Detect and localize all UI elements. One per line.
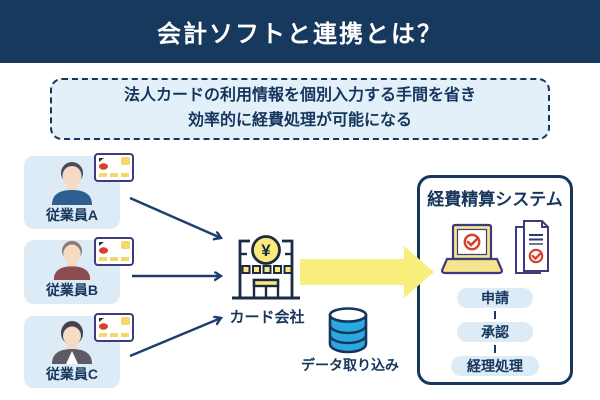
system-icons-row <box>440 219 550 275</box>
summary-line-2: 効率的に経費処理が可能になる <box>187 112 412 129</box>
expense-system-box: 経費精算システム 申請 承認 <box>417 175 573 385</box>
person-icon <box>52 321 92 364</box>
person-icon <box>52 162 92 205</box>
documents-check-icon <box>515 220 549 274</box>
employee-label: 従業員B <box>45 282 99 298</box>
employee-label: 従業員A <box>45 207 99 223</box>
page-title: 会計ソフトと連携とは？ <box>157 21 443 48</box>
step-apply: 申請 <box>457 288 533 308</box>
data-import-label: データ取り込み <box>301 357 399 373</box>
step-approve: 承認 <box>457 322 533 342</box>
header-banner: 会計ソフトと連携とは？ <box>0 0 600 63</box>
credit-card-icon <box>94 313 134 342</box>
big-arrow-icon <box>300 246 434 298</box>
step-connector <box>494 311 496 319</box>
yen-icon: ¥ <box>261 241 271 260</box>
card-company-label: カード会社 <box>229 309 305 326</box>
laptop-check-icon <box>440 223 504 275</box>
person-icon <box>53 240 91 280</box>
credit-card-icon <box>94 153 134 182</box>
step-accounting: 経理処理 <box>451 356 539 376</box>
expense-system-title: 経費精算システム <box>427 190 563 209</box>
flow-arrow-icon <box>129 196 221 238</box>
database-icon <box>328 307 368 354</box>
employee-label: 従業員C <box>45 366 99 382</box>
workflow-steps: 申請 承認 経理処理 <box>451 288 539 376</box>
bank-building-icon: ¥ <box>232 235 300 300</box>
step-connector <box>494 345 496 353</box>
employee-card-a: 従業員A <box>24 153 134 229</box>
employee-card-b: 従業員B <box>24 237 134 304</box>
employee-card-c: 従業員C <box>24 313 134 388</box>
summary-box: 法人カードの利用情報を個別入力する手間を省き 効率的に経費処理が可能になる <box>50 78 550 140</box>
summary-line-1: 法人カードの利用情報を個別入力する手間を省き <box>123 87 476 105</box>
flow-arrow-icon <box>129 318 221 358</box>
credit-card-icon <box>94 237 134 266</box>
